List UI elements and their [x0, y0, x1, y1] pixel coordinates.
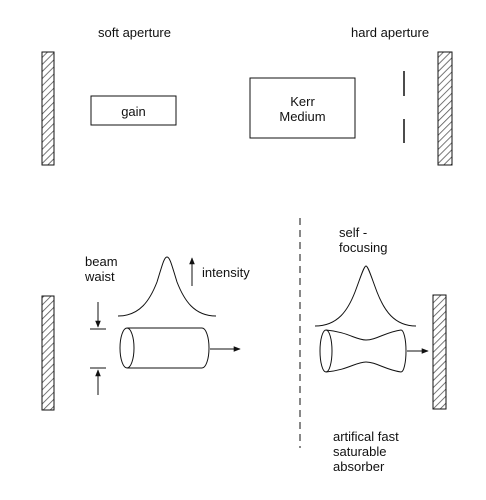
kerr-medium-label-line1: Kerr [290, 94, 315, 109]
beam-waist-label-line1: beam [85, 254, 118, 269]
artificial-absorber-label-line2: saturable [333, 444, 387, 459]
intensity-label: intensity [202, 265, 250, 280]
beam-waist-label: beam waist [85, 254, 118, 284]
gain-box [90, 95, 177, 126]
intensity-profile-right [314, 265, 417, 327]
self-focusing-label-line2: focusing [339, 240, 388, 255]
beam-cylinder [119, 327, 210, 369]
beam-waist-label-line2: waist [85, 269, 115, 284]
kerr-medium-label: Kerr Medium [250, 94, 355, 124]
artificial-absorber-label-line3: absorber [333, 459, 385, 474]
right-mirror-bottom [432, 294, 447, 410]
artificial-absorber-label: artifical fast saturable absorber [333, 429, 399, 474]
right-mirror-top [437, 51, 453, 166]
self-focused-beam [319, 329, 407, 373]
left-mirror-bottom [41, 295, 55, 411]
hard-aperture-label: hard aperture [351, 25, 430, 40]
artificial-absorber-label-line1: artifical fast [333, 429, 399, 444]
gain-label: gain [121, 104, 146, 119]
self-focusing-label: self - focusing [339, 225, 387, 255]
left-mirror-top [41, 51, 55, 166]
kerr-medium-box [249, 77, 356, 139]
kerr-medium-label-line2: Medium [279, 109, 326, 124]
self-focusing-label-line1: self - [339, 225, 368, 240]
intensity-profile-left [117, 256, 217, 317]
soft-aperture-label: soft aperture [98, 25, 171, 40]
